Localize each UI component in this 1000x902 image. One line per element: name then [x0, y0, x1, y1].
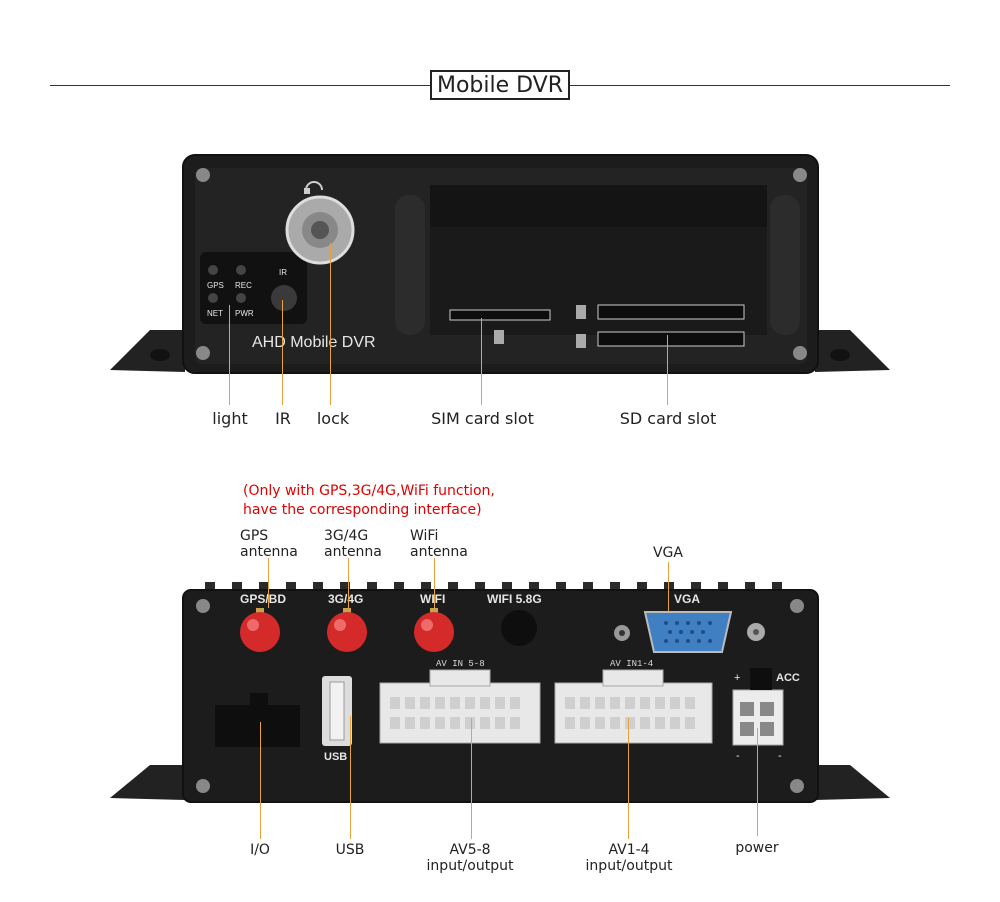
label-vga: VGA	[652, 545, 683, 561]
led-label-pwr: PWR	[235, 309, 254, 318]
label-io: I/O	[250, 842, 270, 858]
callout-line-light	[229, 305, 230, 405]
callout-line-sim	[481, 318, 482, 405]
label-av58-line1: AV5-8	[449, 842, 491, 858]
interface-note-line1: (Only with GPS,3G/4G,WiFi function,	[243, 483, 495, 499]
callout-line-lock	[330, 243, 331, 405]
page-title: Mobile DVR	[430, 70, 570, 100]
callout-line-vga	[668, 562, 669, 612]
header-rule-left	[50, 85, 430, 86]
interface-note-line2: have the corresponding interface)	[243, 502, 482, 518]
panel-label-av-in-58: AV IN 5-8	[436, 659, 485, 669]
callout-line-3g4g	[348, 558, 349, 608]
panel-label-minus-right: -	[778, 750, 782, 762]
panel-label-3g4g: 3G/4G	[328, 592, 364, 606]
label-3g4g-antenna-line2: antenna	[324, 544, 382, 560]
callout-line-gps	[268, 558, 269, 608]
panel-label-usb: USB	[324, 751, 348, 763]
callout-line-av14	[628, 718, 629, 839]
ir-panel-label: IR	[279, 268, 287, 277]
panel-label-minus-left: -	[736, 750, 740, 762]
label-av14-line2: input/output	[585, 858, 673, 874]
label-wifi-antenna-line1: WiFi	[410, 528, 439, 544]
led-label-net: NET	[207, 309, 223, 318]
label-gps-antenna-line2: antenna	[240, 544, 298, 560]
label-wifi-antenna: WiFi antenna	[410, 528, 468, 560]
callout-line-usb	[350, 716, 351, 839]
label-usb: USB	[335, 842, 365, 858]
label-ir: IR	[275, 409, 291, 428]
label-av58-line2: input/output	[426, 858, 514, 874]
label-gps-antenna-line1: GPS	[240, 528, 269, 544]
label-power: power	[735, 840, 779, 856]
label-av58: AV5-8 input/output	[420, 842, 520, 874]
panel-label-av-in-14: AV IN1-4	[610, 659, 654, 669]
label-lock: lock	[316, 409, 350, 428]
label-3g4g-antenna-line1: 3G/4G	[324, 528, 369, 544]
label-sim-card-slot: SIM card slot	[431, 409, 534, 428]
panel-label-gps-bd: GPS/BD	[240, 592, 287, 606]
panel-label-plus: +	[734, 672, 741, 684]
callout-line-ir	[282, 300, 283, 405]
callout-line-io	[260, 722, 261, 839]
label-light: light	[212, 409, 248, 428]
panel-label-vga: VGA	[674, 592, 701, 606]
led-label-gps: GPS	[207, 281, 224, 290]
callout-line-sd	[667, 335, 668, 405]
led-label-rec: REC	[235, 281, 252, 290]
callout-line-av58	[471, 718, 472, 839]
callout-line-wifi	[434, 558, 435, 608]
label-wifi-antenna-line2: antenna	[410, 544, 468, 560]
label-av14-line1: AV1-4	[608, 842, 650, 858]
label-sd-card-slot: SD card slot	[619, 409, 717, 428]
interface-note: (Only with GPS,3G/4G,WiFi function, have…	[243, 482, 495, 520]
label-3g4g-antenna: 3G/4G antenna	[324, 528, 382, 560]
panel-label-wifi58: WIFI 5.8G	[487, 592, 542, 606]
label-av14: AV1-4 input/output	[579, 842, 679, 874]
panel-label-wifi: WIFI	[420, 592, 446, 606]
header-rule-right	[570, 85, 950, 86]
label-gps-antenna: GPS antenna	[240, 528, 298, 560]
panel-label-acc: ACC	[776, 672, 800, 684]
callout-line-power	[757, 728, 758, 836]
